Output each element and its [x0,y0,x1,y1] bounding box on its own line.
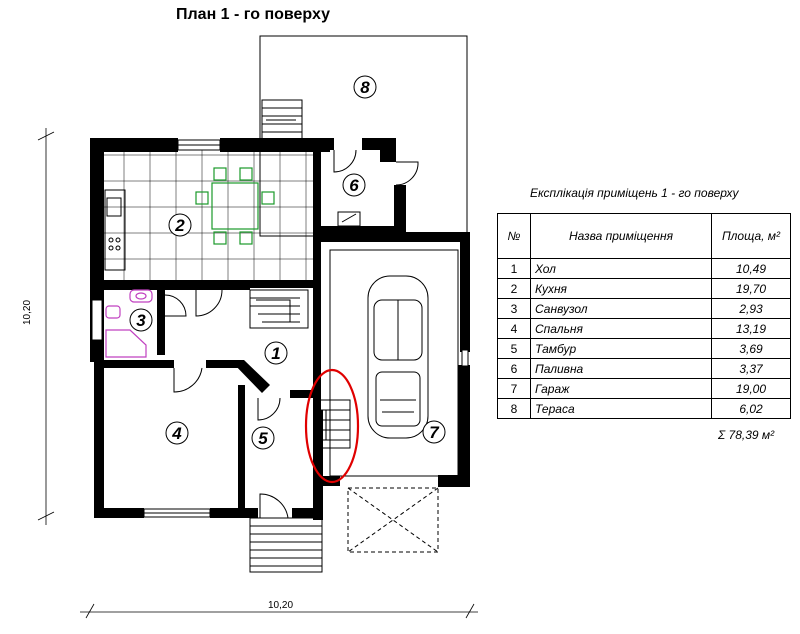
cell-area: 3,69 [711,338,791,359]
cell-num: 8 [497,398,531,419]
cell-name: Паливна [530,358,712,379]
room-marker-3: 3 [129,308,153,332]
header-area: Площа, м² [711,213,791,259]
room-marker-5: 5 [251,426,275,450]
kitchen-tiles [104,150,313,280]
entrance-stairs [249,517,323,573]
car [367,275,429,439]
highlight-ellipse [304,368,360,484]
cell-num: 4 [497,318,531,339]
header-num: № [497,213,531,259]
dining-table [195,167,275,245]
svg-text:8: 8 [360,78,370,97]
hall-stairs [249,289,309,329]
cell-name: Спальня [530,318,712,339]
svg-text:5: 5 [258,429,268,448]
cell-area: 19,00 [711,378,791,399]
terrace [259,35,468,237]
cell-num: 7 [497,378,531,399]
svg-text:1: 1 [271,344,280,363]
room-marker-6: 6 [342,173,366,197]
area-total: Σ 78,39 м² [718,428,775,442]
room-marker-7: 7 [422,420,446,444]
cell-area: 19,70 [711,278,791,299]
cell-name: Хол [530,258,712,279]
room-marker-2: 2 [168,213,192,237]
windows [91,139,469,518]
svg-text:3: 3 [136,311,146,330]
plan-title: План 1 - го поверху [176,6,330,23]
svg-text:2: 2 [174,216,185,235]
cell-name: Тераса [530,398,712,419]
cell-num: 3 [497,298,531,319]
boiler [337,211,361,227]
cell-area: 13,19 [711,318,791,339]
cell-name: Кухня [530,278,712,299]
table-header-row: № Назва приміщення Площа, м² [497,213,791,259]
terrace-stairs [261,99,303,141]
header-name: Назва приміщення [530,213,712,259]
table-caption: Експлікація приміщень 1 - го поверху [530,186,739,200]
dimension-lines [37,128,478,619]
room-markers: 1 2 3 4 5 6 7 8 [129,75,446,450]
cell-num: 5 [497,338,531,359]
cell-area: 6,02 [711,398,791,419]
dimension-width: 10,20 [268,600,294,611]
doors [164,149,419,519]
driveway-canopy [347,487,439,553]
svg-text:4: 4 [171,424,182,443]
room-marker-4: 4 [165,421,189,445]
cell-num: 6 [497,358,531,379]
cell-name: Тамбур [530,338,712,359]
room-marker-1: 1 [264,341,288,365]
garage-stairs [317,399,351,449]
cell-num: 2 [497,278,531,299]
cell-area: 10,49 [711,258,791,279]
cell-name: Санвузол [530,298,712,319]
svg-text:6: 6 [349,176,359,195]
cell-num: 1 [497,258,531,279]
garage-inner [329,249,459,477]
room-marker-8: 8 [353,75,377,99]
cell-area: 2,93 [711,298,791,319]
svg-text:7: 7 [429,423,440,442]
dimension-height: 10,20 [22,299,33,325]
cell-name: Гараж [530,378,712,399]
bathroom-fixtures [105,289,153,358]
kitchen-counter [104,189,126,271]
cell-area: 3,37 [711,358,791,379]
